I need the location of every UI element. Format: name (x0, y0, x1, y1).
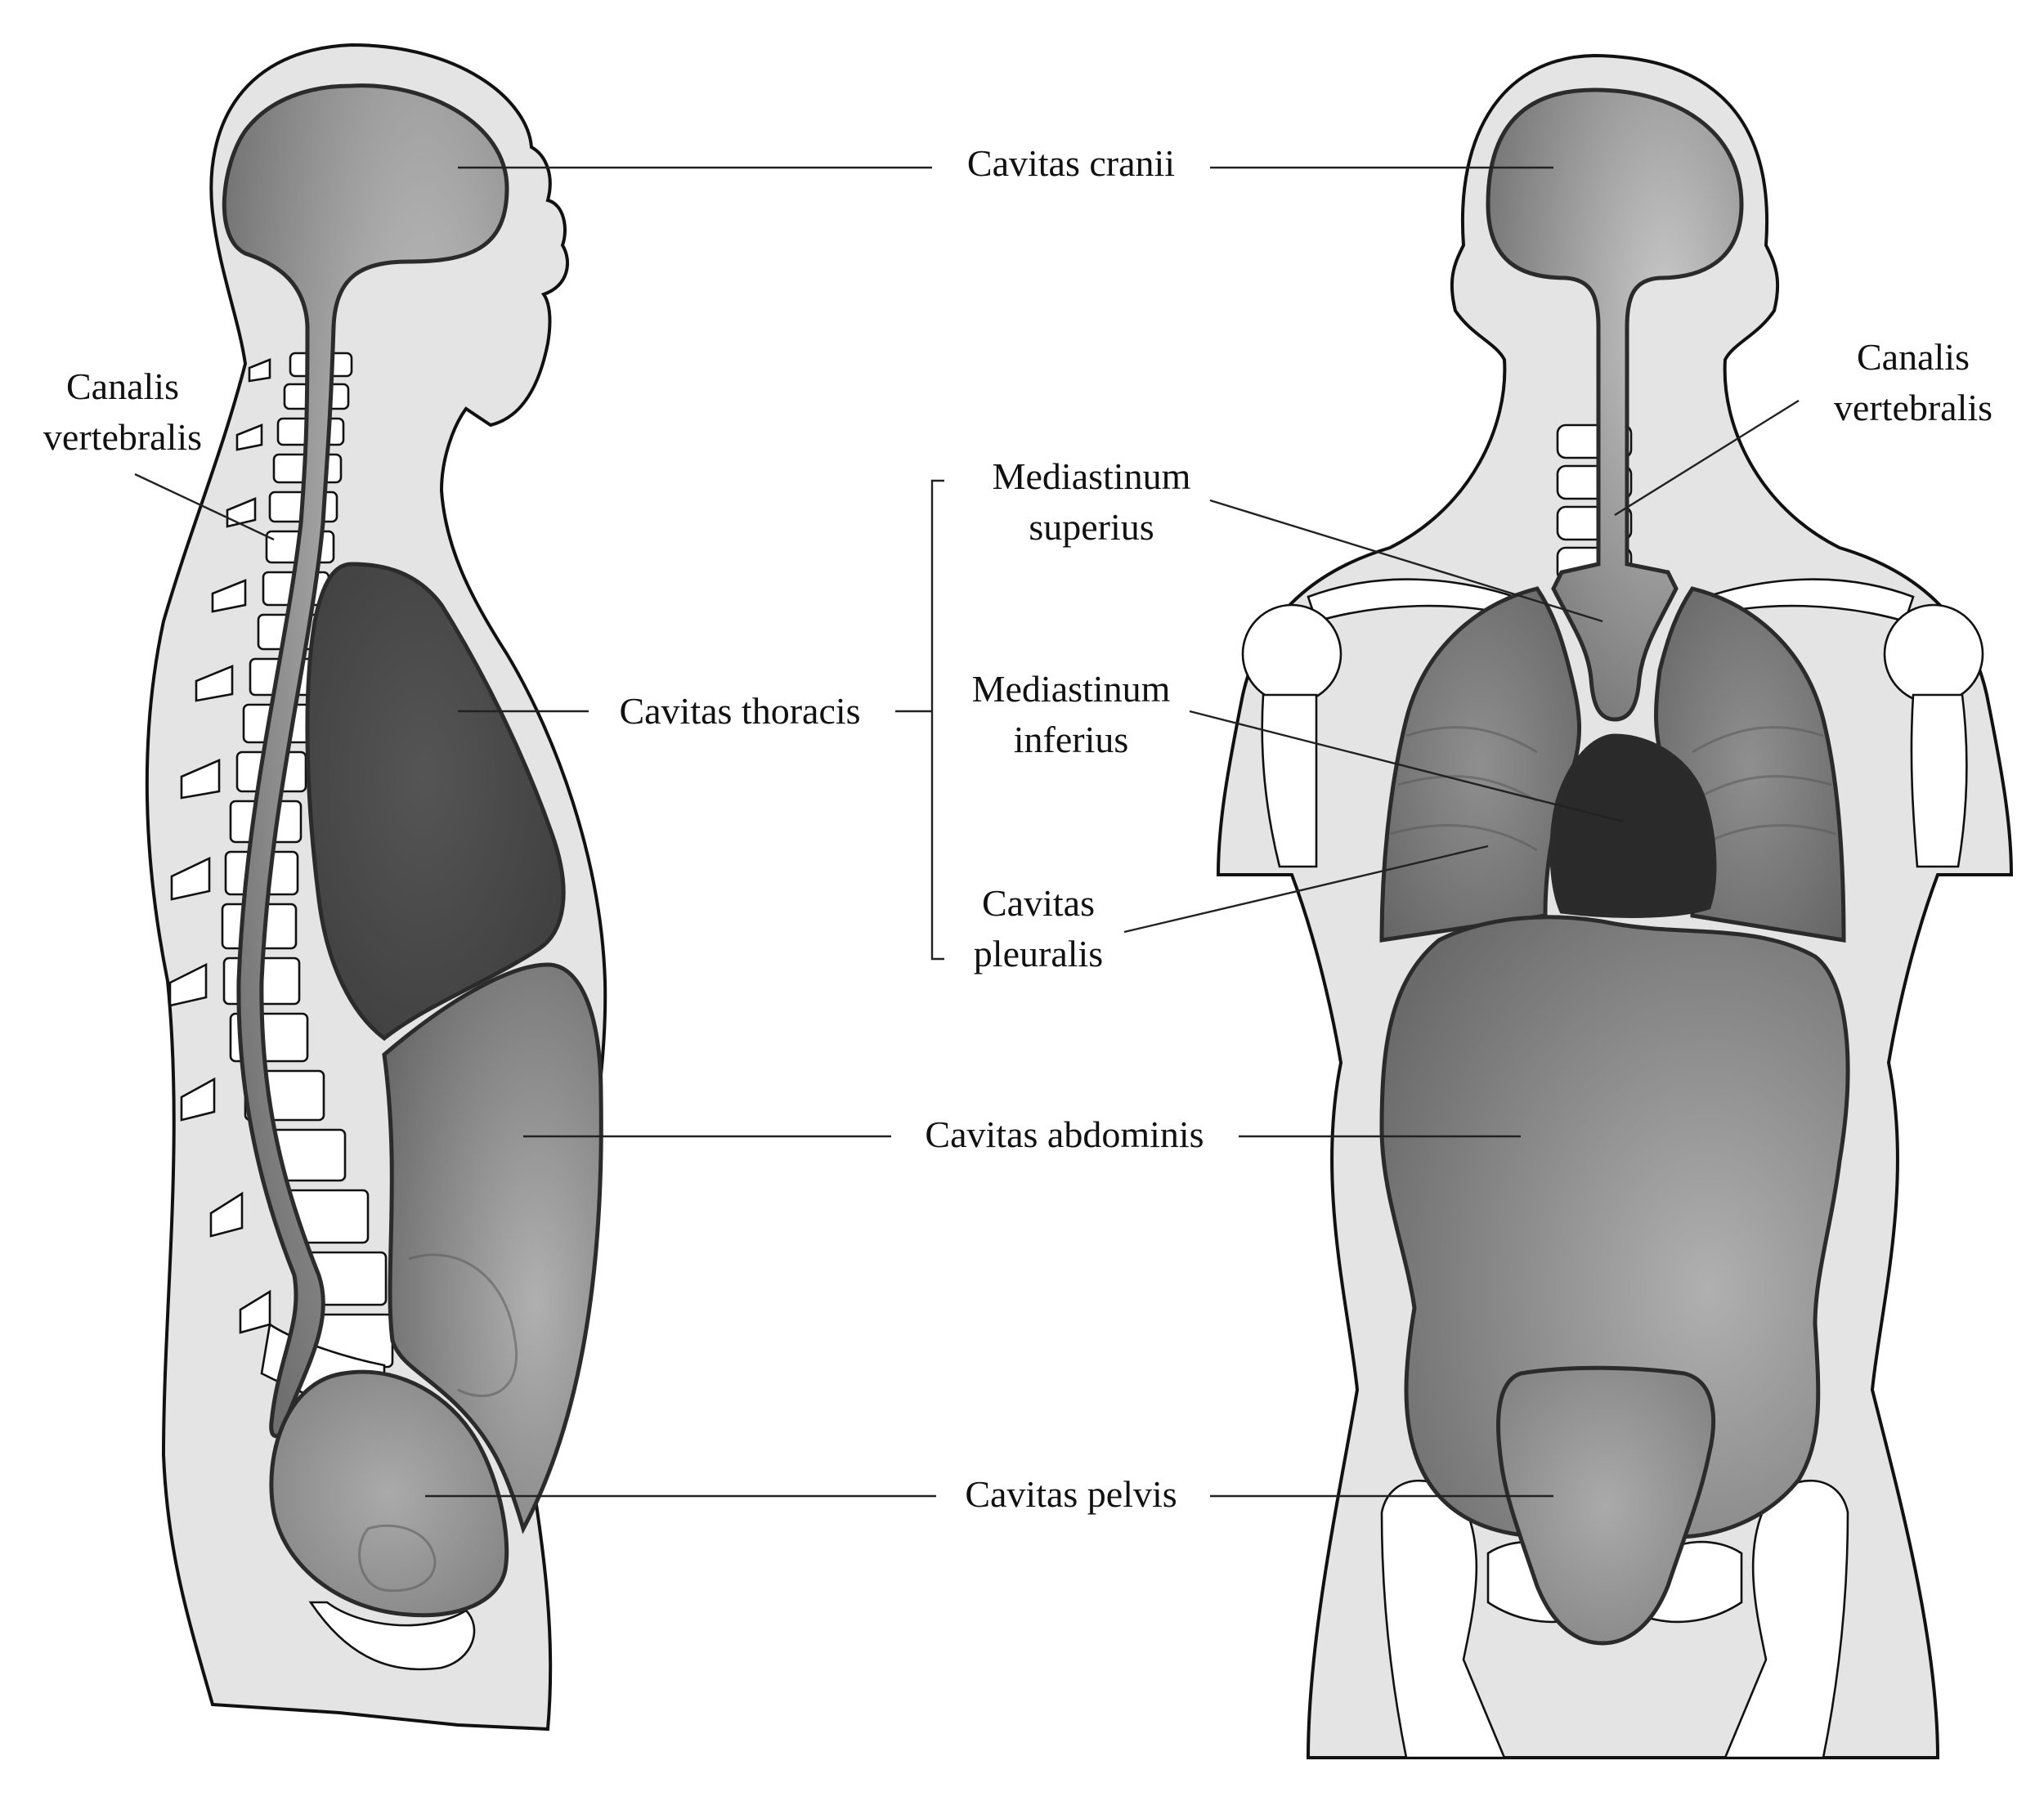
lateral-figure (145, 43, 607, 1732)
label-cavitas-pleuralis-line2: pleuralis (974, 933, 1103, 974)
label-cavitas-pleuralis-line1: Cavitas (982, 882, 1095, 924)
label-cavitas-cranii: Cavitas cranii (967, 142, 1175, 184)
label-mediastinum-superius-line2: superius (1029, 506, 1154, 548)
label-canalis-vertebralis-right-line1: Canalis (1857, 336, 1970, 378)
leader-lines (134, 166, 1800, 1498)
label-canalis-vertebralis-right-line2: vertebralis (1834, 387, 1992, 428)
frontal-figure (1216, 53, 2014, 1759)
lateral-abdominal-cavity (382, 962, 603, 1534)
label-mediastinum-inferius-line1: Mediastinum (972, 668, 1171, 710)
label-mediastinum-superius-line1: Mediastinum (993, 455, 1191, 497)
labels: Cavitas cranii Canalis vertebralis Canal… (43, 142, 1992, 1515)
label-canalis-vertebralis-left-line1: Canalis (66, 365, 179, 407)
frontal-abdominal-cavity (1379, 915, 1850, 1539)
frontal-heart (1549, 733, 1717, 918)
label-canalis-vertebralis-left-line2: vertebralis (43, 416, 202, 458)
frontal-left-pleural-cavity (1379, 586, 1582, 943)
label-cavitas-pelvis: Cavitas pelvis (965, 1473, 1177, 1515)
label-mediastinum-inferius-line2: inferius (1014, 719, 1129, 760)
label-cavitas-abdominis: Cavitas abdominis (925, 1113, 1204, 1155)
label-cavitas-thoracis: Cavitas thoracis (619, 690, 860, 732)
frontal-pelvic-cavity (1496, 1365, 1716, 1646)
frontal-cranial-cavity (1486, 87, 1744, 722)
lateral-thoracic-cavity (305, 562, 566, 1042)
lateral-pelvic-cavity (269, 1369, 509, 1618)
